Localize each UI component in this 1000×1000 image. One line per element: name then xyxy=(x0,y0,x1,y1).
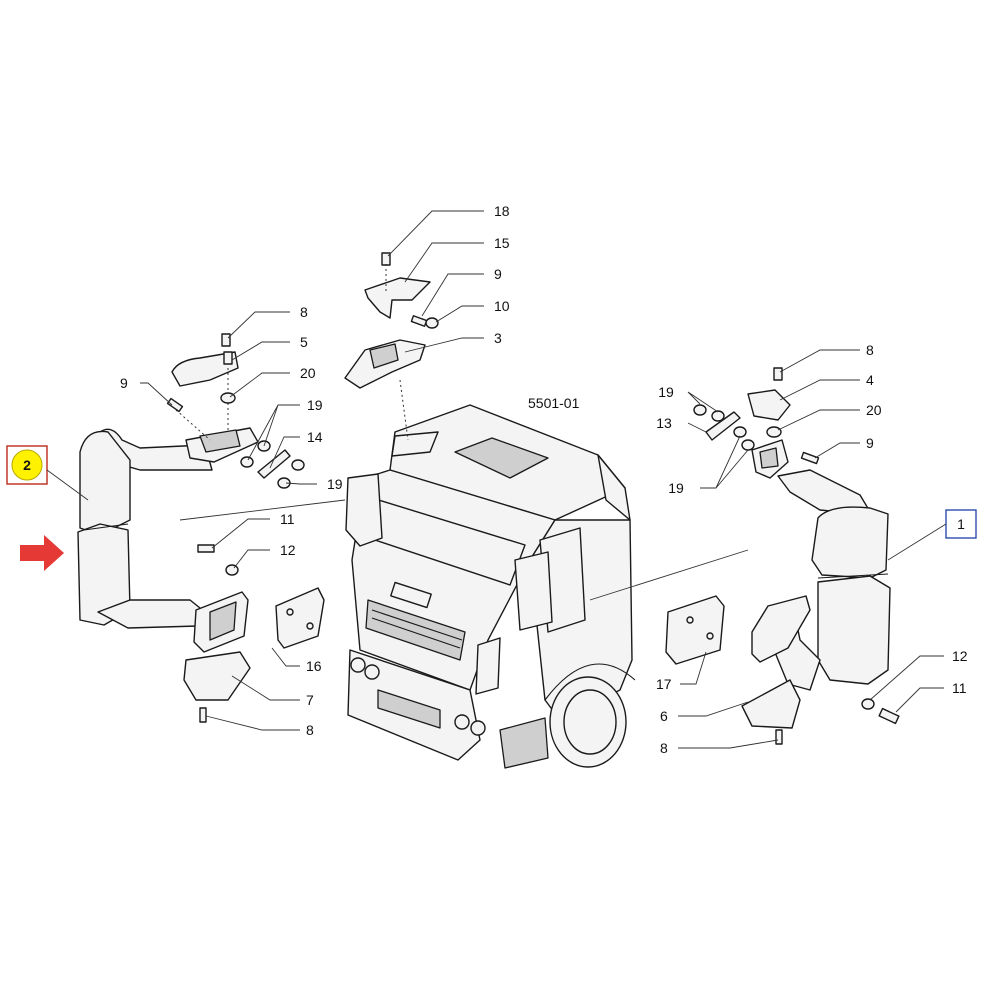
callout-11-right: 11 xyxy=(952,680,967,696)
callout-3: 3 xyxy=(494,330,502,346)
callout-16: 16 xyxy=(306,658,322,674)
highlighted-item-box xyxy=(6,445,48,485)
callout-11-left: 11 xyxy=(280,511,295,527)
callout-7: 7 xyxy=(306,692,314,708)
callout-12-left: 12 xyxy=(280,542,296,558)
callout-8-left-top: 8 xyxy=(300,304,308,320)
callout-18: 18 xyxy=(494,203,510,219)
callout-14: 14 xyxy=(307,429,323,445)
callout-13: 13 xyxy=(656,415,672,431)
callout-8-right-top: 8 xyxy=(866,342,874,358)
right-mirror-assembly xyxy=(589,367,900,745)
callout-19-right-bottom: 19 xyxy=(668,480,684,496)
callout-4: 4 xyxy=(866,372,874,388)
callout-9-left: 9 xyxy=(120,375,128,391)
callout-19-left-bottom: 19 xyxy=(327,476,343,492)
callout-5: 5 xyxy=(300,334,308,350)
boxed-item-number: 1 xyxy=(957,516,965,532)
left-mirror-assembly xyxy=(77,333,346,723)
highlighted-item-marker xyxy=(11,449,43,481)
callout-6: 6 xyxy=(660,708,668,724)
callout-8-left-bottom: 8 xyxy=(306,722,314,738)
highlighted-item-number: 2 xyxy=(23,457,31,473)
callout-10: 10 xyxy=(494,298,510,314)
callout-numbers: 18 15 9 10 3 8 5 20 9 19 14 19 11 12 16 … xyxy=(120,203,968,756)
callout-12-right: 12 xyxy=(952,648,968,664)
callout-9-right: 9 xyxy=(866,435,874,451)
callout-15: 15 xyxy=(494,235,510,251)
callout-9-center: 9 xyxy=(494,266,502,282)
callout-20-right: 20 xyxy=(866,402,882,418)
callout-17: 17 xyxy=(656,676,672,692)
center-bracket-assembly xyxy=(344,252,439,441)
red-arrow xyxy=(20,535,64,571)
callout-19-left-top: 19 xyxy=(307,397,323,413)
truck-cab-drawing xyxy=(345,404,636,769)
callout-19-right-top: 19 xyxy=(658,384,674,400)
callout-20-left: 20 xyxy=(300,365,316,381)
diagram-reference-code: 5501-01 xyxy=(528,395,580,411)
callout-8-right-bottom: 8 xyxy=(660,740,668,756)
callout-leader-lines xyxy=(140,210,944,749)
